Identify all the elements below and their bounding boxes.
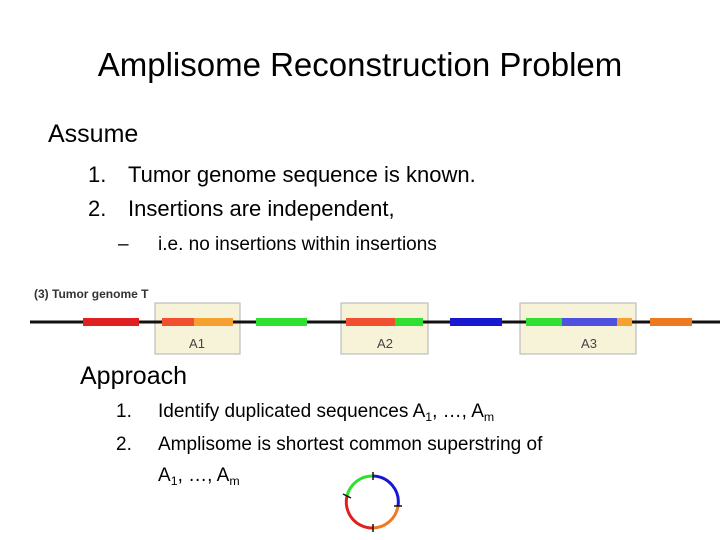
figure-label: (3) Tumor genome T xyxy=(34,287,149,301)
subscript: 1 xyxy=(170,474,178,488)
approach-item-1: 1. Identify duplicated sequences A1, …, … xyxy=(116,401,676,429)
amplisome-circle-diagram xyxy=(342,472,402,532)
list-number: 1. xyxy=(88,162,107,187)
box-a3 xyxy=(519,302,637,355)
assume-item-1: 1. Tumor genome sequence is known. xyxy=(88,162,688,192)
box-a2 xyxy=(340,302,429,355)
segment-red xyxy=(83,318,139,326)
box-label-a2: A2 xyxy=(377,336,393,351)
approach-item-2: 2. Amplisome is shortest common superstr… xyxy=(116,434,676,462)
segment-a3-purple xyxy=(562,318,617,326)
arc-blue xyxy=(372,474,400,507)
box-label-a3: A3 xyxy=(581,336,597,351)
subscript: m xyxy=(483,410,495,424)
segment-a2-green xyxy=(395,318,423,326)
arc-green xyxy=(345,474,374,497)
list-text: Identify duplicated sequences A1, …, Am xyxy=(158,401,494,423)
box-label-a1: A1 xyxy=(189,336,205,351)
subscript: 1 xyxy=(425,410,433,424)
list-number: 2. xyxy=(116,434,132,455)
list-text: Tumor genome sequence is known. xyxy=(128,162,476,187)
text-main: A xyxy=(158,465,171,486)
dash-bullet: – xyxy=(118,234,129,255)
subitem-text: i.e. no insertions within insertions xyxy=(158,234,437,255)
segment-a3-green xyxy=(526,318,562,326)
assume-item-2: 2. Insertions are independent, xyxy=(88,196,688,226)
segment-blue xyxy=(450,318,502,326)
segment-a2-red xyxy=(346,318,395,326)
slide-title: Amplisome Reconstruction Problem xyxy=(97,46,623,83)
text-mid: , …, A xyxy=(177,465,230,486)
box-a1 xyxy=(154,302,241,355)
segment-orange xyxy=(650,318,692,326)
approach-item-2-continuation: A1, …, Am xyxy=(158,465,240,487)
assume-subitem: – i.e. no insertions within insertions xyxy=(118,234,678,260)
list-text: Insertions are independent, xyxy=(128,196,395,221)
arc-orange xyxy=(372,505,400,530)
segment-a1-orange xyxy=(194,318,233,326)
segment-a1-red xyxy=(162,318,194,326)
text-main: Identify duplicated sequences A xyxy=(158,401,426,422)
tumor-genome-diagram: A1 A2 A3 xyxy=(30,302,720,355)
list-number: 2. xyxy=(88,196,107,221)
list-text: Amplisome is shortest common superstring… xyxy=(158,434,543,455)
segment-a3-orange xyxy=(617,318,632,326)
tick-mark xyxy=(342,493,352,499)
subscript: m xyxy=(229,474,240,488)
arc-red xyxy=(344,495,374,530)
text-mid: , …, A xyxy=(432,401,484,422)
list-number: 1. xyxy=(116,401,132,422)
segment-green xyxy=(256,318,307,326)
assume-heading: Assume xyxy=(48,120,139,148)
approach-heading: Approach xyxy=(80,362,188,390)
